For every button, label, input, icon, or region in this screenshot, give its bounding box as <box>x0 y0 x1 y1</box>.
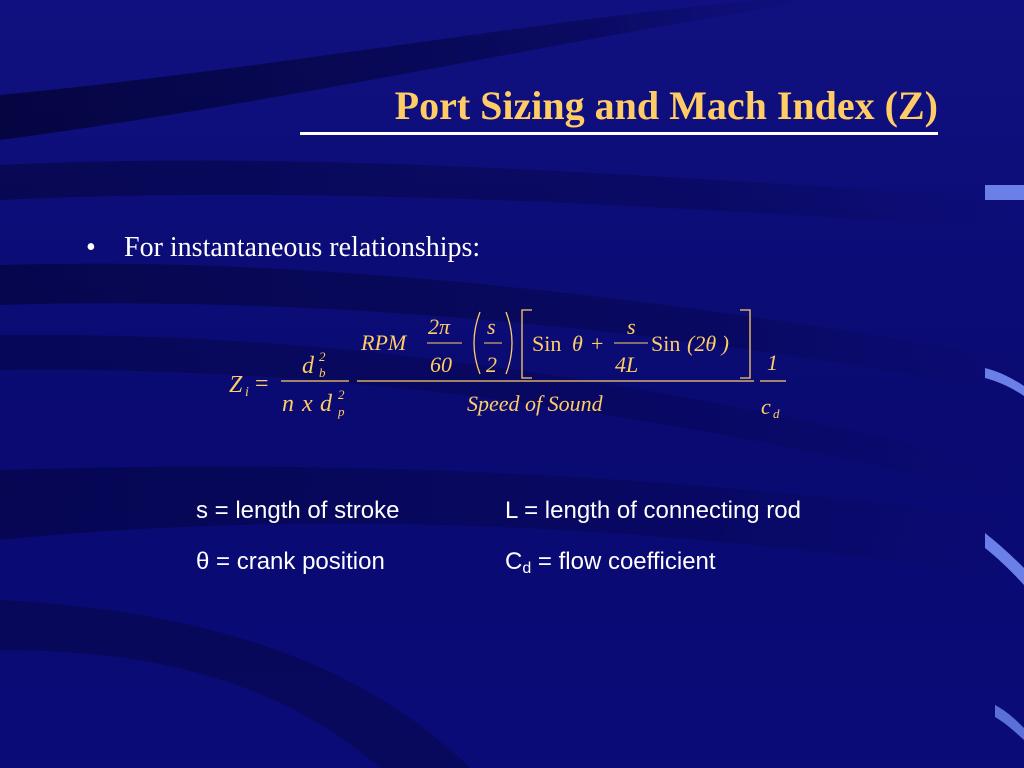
cd-subscript: d <box>522 560 532 577</box>
definition-s: s = length of stroke <box>196 497 400 524</box>
title-underline <box>300 132 938 135</box>
slide-title: Port Sizing and Mach Index (Z) <box>394 83 938 128</box>
bullet-dot: • <box>86 232 96 263</box>
bullet-text: For instantaneous relationships: <box>124 232 481 263</box>
definition-theta: θ = crank position <box>196 547 385 577</box>
cd-symbol: C <box>505 548 523 575</box>
theta-symbol: θ <box>196 548 210 575</box>
bullet-item: • For instantaneous relationships: <box>86 228 480 268</box>
cd-definition-text: = flow coefficient <box>531 548 716 575</box>
definition-cd: Cd = flow coefficient <box>505 547 716 577</box>
theta-definition-text: = crank position <box>209 548 385 575</box>
definition-l: L = length of connecting rod <box>505 497 801 524</box>
